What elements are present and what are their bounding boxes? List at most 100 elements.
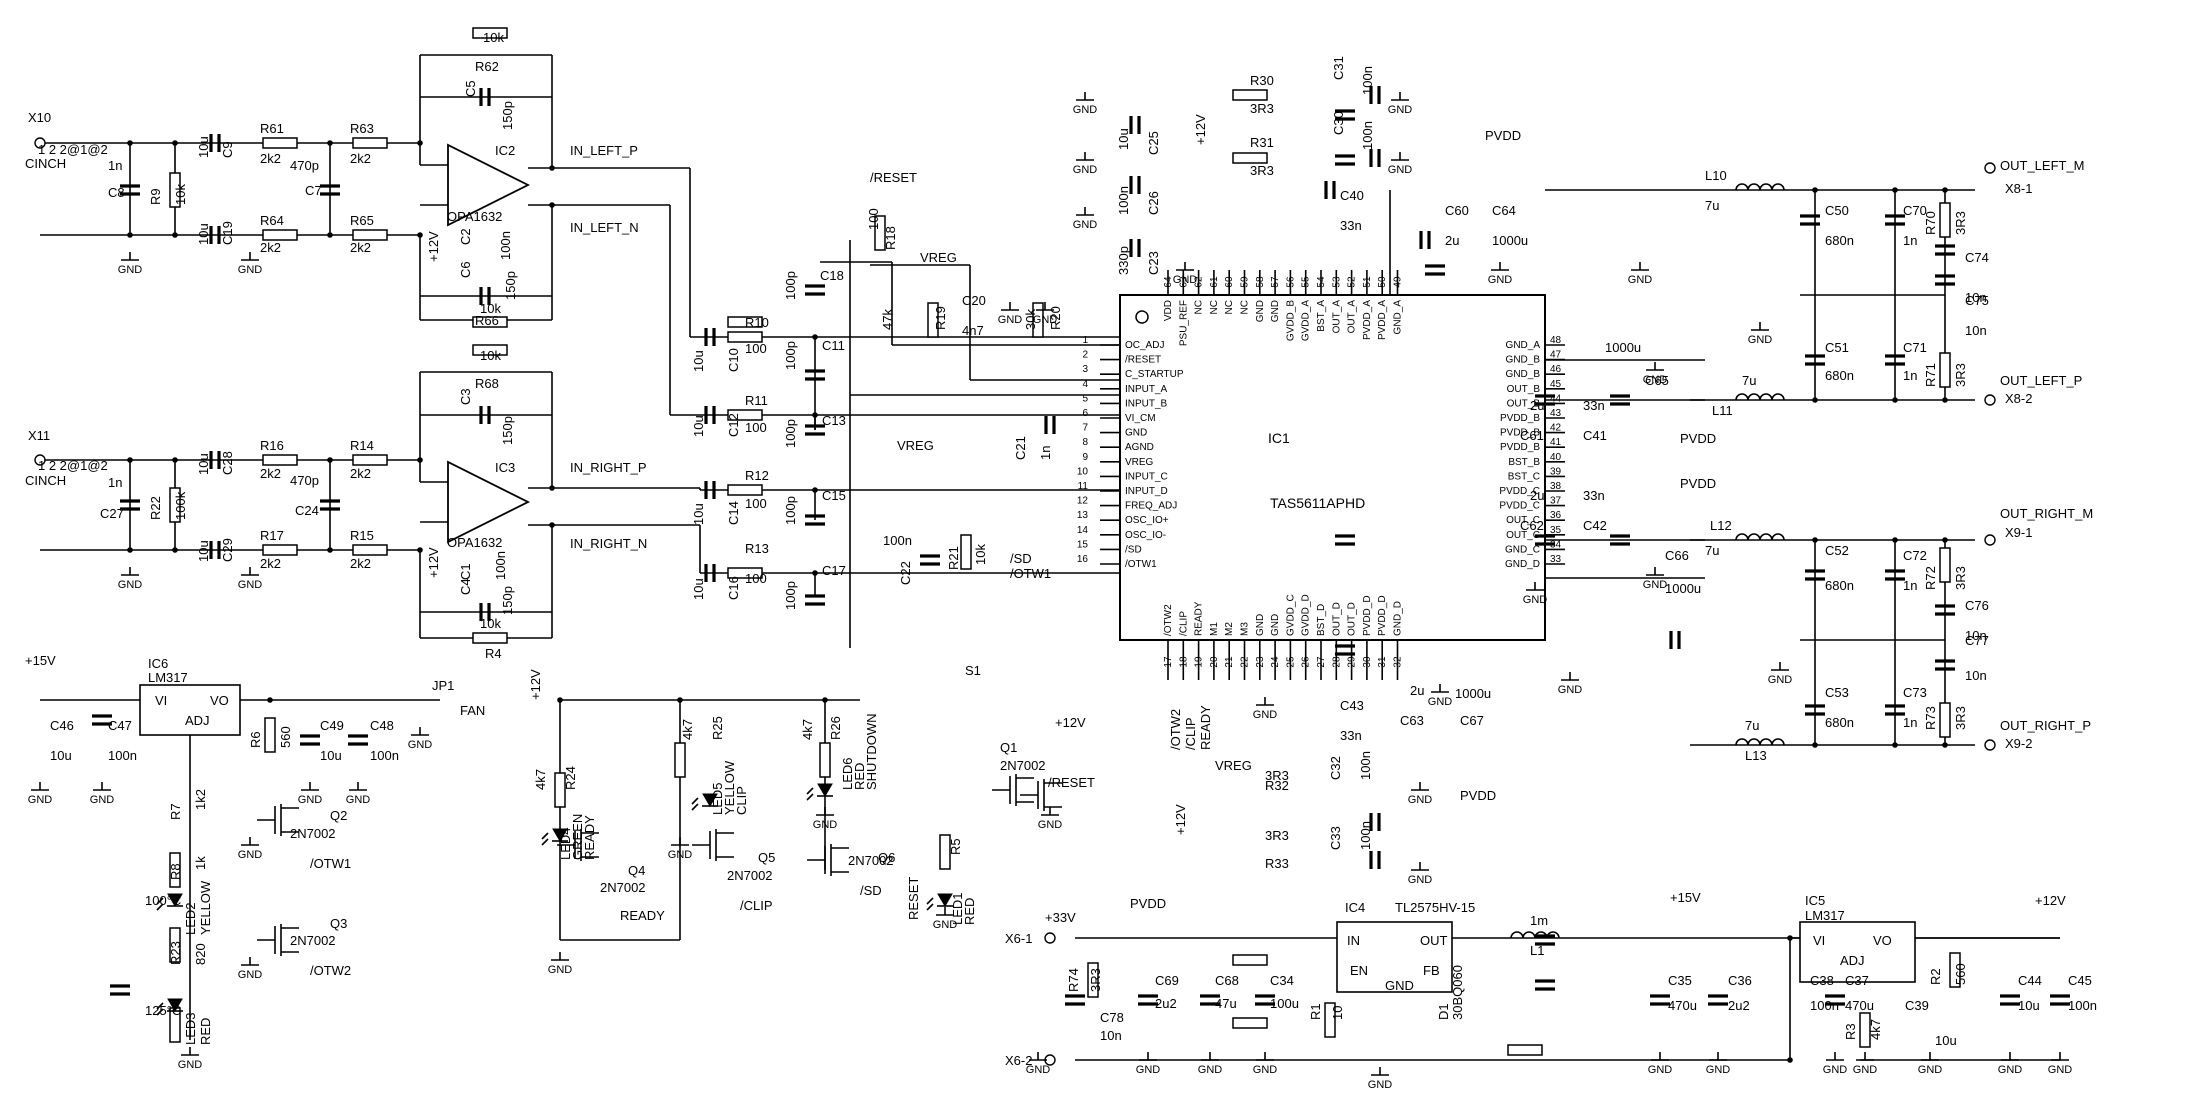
label-r2: R2 [1928,968,1943,985]
capacitor [1935,274,1955,286]
ground-symbol: GND [1768,662,1792,686]
label-c60: C60 [1445,203,1469,218]
label-r61: R61 [260,121,284,136]
label-c15v: 100p [783,496,798,525]
gnd-label: GND [813,819,838,831]
label-c71v: 1n [1903,368,1917,383]
capacitor [1255,994,1275,1006]
resistor [262,454,298,466]
label-t100: 100°C [145,893,181,908]
gnd-label: GND [2048,1064,2073,1076]
capacitor [1419,231,1431,249]
label-c11v: 100p [783,341,798,370]
gnd-label: GND [408,739,433,751]
terminal [1984,534,1996,546]
ic2-ref: IC2 [495,143,515,158]
pin-name: BST_A [1316,300,1327,332]
ground-symbol: GND [1853,1052,1877,1076]
label-c75v: 10n [1965,323,1987,338]
label-c25: C25 [1146,131,1161,155]
label-c22: C22 [898,561,913,585]
label-pins2: 1 2 2@1@2 [38,458,108,473]
resistor [727,331,763,343]
ground-symbol: GND [1648,1052,1672,1076]
junction [172,547,178,553]
label-p12b: +12V [1173,804,1188,835]
label-r19v: 47k [880,309,895,330]
components: GND GND GND GND GND GND GND GND GND GND GND GND GND G… [28,27,2073,1091]
gnd-label: GND [90,794,115,806]
label-r71: R71 [1923,363,1938,387]
pin-name: GVDD_B [1285,300,1296,341]
label-c3: C3 [458,388,473,405]
label-pvdd2: PVDD [1680,431,1716,446]
capacitor [1535,534,1555,546]
label-x62: X6-2 [1005,1053,1032,1068]
capacitor [92,714,112,726]
label-c42v: 33n [1583,488,1605,503]
ground-symbol: GND [1706,1052,1730,1076]
label-l13v: 7u [1745,718,1759,733]
capacitor [1335,534,1355,546]
ground-symbol: GND [408,727,433,751]
pin-name: OSC_IO- [1125,530,1166,541]
ground-symbol: GND [1026,1052,1050,1076]
label-led6t: SHUTDOWN [864,713,879,790]
label-c78v: 10n [1100,1028,1122,1043]
gnd-label: GND [1073,219,1098,231]
label-c16: C16 [726,576,741,600]
label-ic4fb: FB [1423,963,1440,978]
label-r17: R17 [260,528,284,543]
pin-number: 3 [1082,364,1088,375]
label-l12v: 7u [1705,543,1719,558]
resistor [1232,89,1268,101]
inductor [1510,931,1560,939]
label-c27: C27 [100,506,124,521]
capacitor [704,406,716,424]
label-r32: R32 [1265,778,1289,793]
label-c76: C76 [1965,598,1989,613]
label-ic5vi: VI [1813,933,1825,948]
junction [1892,742,1898,748]
gnd-label: GND [1388,104,1413,116]
label-r70v: 3R3 [1953,211,1968,235]
label-p12a: +12V [1193,114,1208,145]
pin-name: GVDD_D [1301,594,1312,636]
label-c68: C68 [1215,973,1239,988]
pin-number: 51 [1362,276,1373,288]
pin-name: BST_B [1508,457,1540,468]
capacitor [479,603,491,621]
label-c18v: 100p [783,271,798,300]
label-c14: C14 [726,501,741,525]
gnd-label: GND [28,794,53,806]
label-r4v: 10k [480,616,501,631]
junction [1812,397,1818,403]
pin-number: 16 [1077,554,1089,565]
label-q6p: 2N7002 [848,853,894,868]
label-cinch1: CINCH [25,156,66,171]
gnd-label: GND [118,264,143,276]
pin-number: 44 [1550,393,1562,404]
label-r61v: 2k2 [260,151,281,166]
label-c39: C39 [1905,998,1929,1013]
label-r22: R22 [148,496,163,520]
capacitor [1335,644,1355,656]
label-r12: R12 [745,468,769,483]
ground-symbol: GND [1428,684,1452,708]
label-otw1b: /OTW1 [310,856,351,871]
label-r32v: 3R3 [1265,768,1289,783]
pin-name: OC_ADJ [1125,340,1164,351]
label-r7: R7 [168,803,183,820]
mosfet-symbol [807,844,849,876]
label-r18v: 100 [866,208,881,230]
label-c28: C28 [220,451,235,475]
label-r12v: 100 [745,496,767,511]
resistor [1939,547,1951,583]
label-led6: LED6 [840,757,855,790]
label-c69: C69 [1155,973,1179,988]
ground-symbol: GND [90,782,115,806]
pin1-marker [1135,310,1149,324]
resistor [262,229,298,241]
mosfet-symbol [557,829,599,861]
gnd-label: GND [1253,1064,1278,1076]
